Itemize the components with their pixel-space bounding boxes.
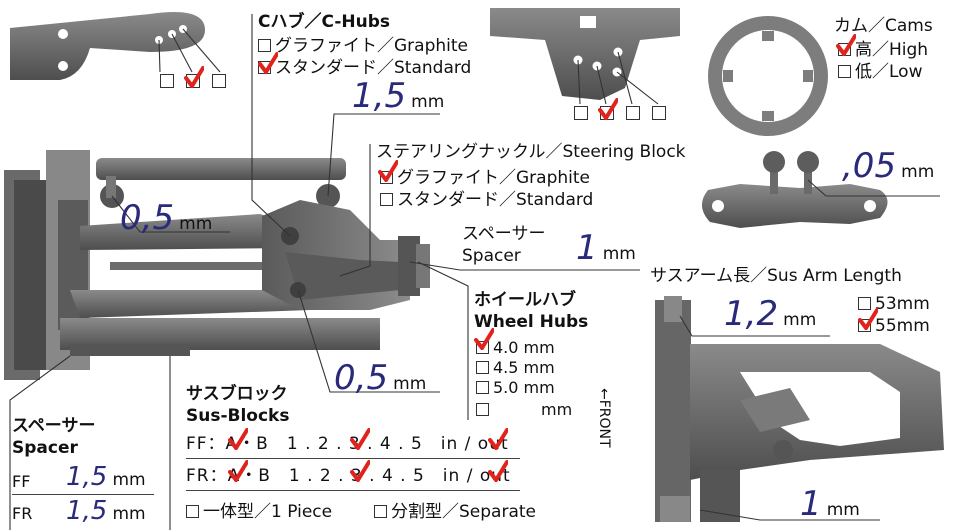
sus-arm-value: 1,2 mm [724,294,817,334]
spacer-bottom-title-en: Spacer [12,438,78,458]
suspension-arm-part [655,296,944,522]
spacer-top-value: 1 mm [576,228,636,268]
camber-link-part [701,151,888,228]
check-icon [350,428,371,452]
turnbuckle-bottom-value: 0,5 mm [334,358,427,398]
c-hubs-value: 1,5 mm [352,76,445,116]
spacer-bottom-fr-value: 1,5 mm [66,496,146,526]
check-icon [474,328,495,352]
turnbuckle-left-value: 0,5 mm [120,198,213,238]
sus-blocks-title-jp: サスブロック [186,384,288,404]
spacer-top-title-en: Spacer [462,246,521,266]
check-icon [836,34,857,58]
checkbox[interactable] [476,361,489,374]
bulkhead-option-box-1[interactable] [574,106,588,120]
c-hubs-option-standard[interactable]: スタンダード／Standard [258,58,471,78]
check-icon [488,428,509,452]
spacer-bottom-title-jp: スペーサー [12,416,96,436]
sus-blocks-title-en: Sus-Blocks [186,406,290,426]
check-icon [350,460,371,484]
checkbox[interactable] [186,505,199,518]
steering-block-option-standard[interactable]: スタンダード／Standard [380,190,593,210]
front-direction-label: ←FRONT [596,388,612,448]
sus-blocks-option-1piece[interactable]: 一体型／1 Piece [186,502,332,522]
spacer-bottom-ff-value: 1,5 mm [66,462,146,492]
arm-bottom-value: 1 mm [800,484,860,524]
check-icon [228,428,249,452]
divider [186,490,520,491]
checkbox[interactable] [258,39,271,52]
checkbox[interactable] [476,381,489,394]
c-hubs-option-graphite[interactable]: グラファイト／Graphite [258,36,468,56]
sus-arm-option-53[interactable]: 53mm [858,294,930,314]
plate-option-box-1[interactable] [160,74,174,88]
checkbox[interactable] [838,65,851,78]
wheel-hubs-title-en: Wheel Hubs [474,312,589,332]
checkbox[interactable] [374,505,387,518]
sus-blocks-fr-row: FR：A・B 1 . 2 . 3 . 4 . 5 in / out [186,466,511,486]
front-suspension-assembly [4,150,430,380]
bulkhead-option-box-4[interactable] [652,106,666,120]
check-icon [378,160,399,184]
checkbox[interactable] [476,403,489,416]
check-icon [598,98,619,122]
steering-block-option-graphite[interactable]: グラファイト／Graphite [380,168,590,188]
cams-title: カム／Cams [834,16,933,36]
checkbox[interactable] [380,193,393,206]
check-icon [258,52,279,76]
wheel-hubs-option-5-0[interactable]: 5.0 mm [476,378,555,397]
camber-plate-part [10,12,205,80]
sus-blocks-ff-row: FF：A・B 1 . 2 . 3 . 4 . 5 in / out [186,434,509,454]
sus-arm-length-title: サスアーム長／Sus Arm Length [650,266,902,286]
spacer-bottom-ff-label: FF [12,472,31,491]
spacer-bottom-fr-label: FR [12,504,33,523]
check-icon [858,308,879,332]
spacer-top-title-jp: スペーサー [462,224,546,244]
sus-blocks-option-separate[interactable]: 分割型／Separate [374,502,536,522]
check-icon [488,460,509,484]
cams-option-low[interactable]: 低／Low [838,62,922,82]
steering-block-value: ,05 mm [842,146,935,186]
wheel-hubs-title-jp: ホイールハブ [474,290,576,310]
divider [12,494,154,495]
plate-option-box-3[interactable] [212,74,226,88]
checkbox[interactable] [858,297,871,310]
divider [186,458,520,459]
cam-ring-part [708,16,828,136]
check-icon [184,66,205,90]
wheel-hubs-option-custom[interactable]: mm [476,400,572,419]
wheel-hubs-option-4-5[interactable]: 4.5 mm [476,358,555,377]
check-icon [228,460,249,484]
steering-block-title: ステアリングナックル／Steering Block [376,142,686,162]
bulkhead-option-box-3[interactable] [626,106,640,120]
c-hubs-title: Cハブ／C-Hubs [258,12,391,32]
